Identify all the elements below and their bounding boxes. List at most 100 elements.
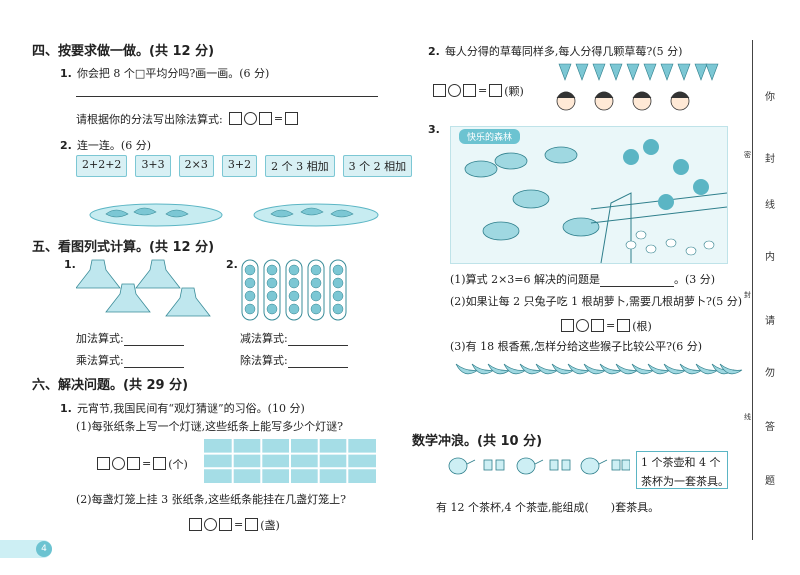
s6-q1: 1. 元宵节,我国民间有“观灯猜谜”的习俗。(10 分) — [60, 397, 305, 416]
children-illustration — [556, 91, 690, 111]
teaset-question: 有 12 个茶杯,4 个茶壶,能组成( )套茶具。 — [436, 499, 659, 515]
answer-box[interactable] — [97, 457, 110, 470]
bead-columns-illustration — [241, 259, 347, 321]
r-q2: 2. 每人分得的草莓同样多,每人分得几颗草莓?(5 分) — [428, 40, 682, 59]
r-q3b-equation: = (根) — [560, 315, 653, 334]
plate-left[interactable] — [89, 203, 223, 227]
section-6-title: 六、解决问题。(共 29 分) — [32, 378, 189, 393]
teaset-question-text: 有 12 个茶杯,4 个茶壶,能组成( — [436, 501, 589, 514]
s4-q2-text: 连一连。(6 分) — [76, 139, 152, 152]
addition-row: 加法算式: — [76, 330, 184, 346]
multiplication-row: 乘法算式: — [76, 352, 184, 368]
operator-circle[interactable] — [112, 457, 125, 470]
answer-box[interactable] — [433, 84, 446, 97]
match-tag[interactable]: 3+2 — [221, 155, 258, 177]
forest-banner: 快乐的森林 — [459, 129, 521, 144]
r-q3a-score: 。(3 分) — [674, 273, 716, 286]
subtraction-row: 减法算式: — [240, 330, 348, 346]
binding-line — [752, 40, 753, 540]
answer-box[interactable] — [245, 518, 259, 531]
paper-slips-grid — [204, 439, 376, 483]
r-q2-num: 2. — [428, 45, 440, 58]
teaset-note-box: 1 个茶壶和 4 个 茶杯为一套茶具。 — [636, 451, 729, 489]
r-q3a-blank[interactable] — [600, 286, 675, 287]
sidebar-small-char: 密 — [744, 150, 751, 160]
unit-zhan: (盏) — [260, 518, 280, 532]
s6-q1a-text: (1)每张纸条上写一个灯谜,这些纸条上能写多少个灯谜? — [76, 420, 343, 433]
sidebar-char: 答 — [765, 422, 775, 433]
answer-box[interactable] — [258, 112, 272, 125]
subtraction-blank[interactable] — [287, 345, 348, 346]
multiplication-blank[interactable] — [123, 367, 184, 368]
operator-circle[interactable] — [448, 84, 461, 97]
section-5-title: 五、看图列式计算。(共 12 分) — [32, 240, 215, 255]
sidebar-char: 线 — [765, 200, 775, 211]
r-q2-equation: = (颗) — [432, 80, 525, 99]
answer-box[interactable] — [617, 319, 631, 332]
sidebar-char: 你 — [765, 92, 775, 103]
match-tag[interactable]: 2+2+2 — [76, 155, 128, 177]
operator-circle[interactable] — [576, 319, 589, 332]
operator-circle[interactable] — [204, 518, 217, 531]
s6-q1-num: 1. — [60, 402, 72, 415]
answer-box[interactable] — [153, 457, 167, 470]
answer-box[interactable] — [127, 457, 140, 470]
teaset-question-end: )套茶具。 — [610, 501, 660, 514]
fish-plates-illustration — [89, 203, 379, 227]
s4-q1-write-label: 请根据你的分法写出除法算式: — [76, 113, 223, 126]
r-q3a-text: (1)算式 2×3=6 解决的问题是 — [450, 273, 601, 286]
teaset-illustration — [448, 457, 630, 475]
answer-box[interactable] — [219, 518, 232, 531]
match-tag[interactable]: 3 个 2 相加 — [342, 155, 413, 177]
sidebar-small-char: 线 — [744, 412, 751, 422]
operator-circle[interactable] — [243, 112, 257, 125]
s4-q1-write-row: 请根据你的分法写出除法算式: = — [76, 108, 299, 127]
s4-q2: 2. 连一连。(6 分) — [60, 134, 151, 153]
r-q3c-text: (3)有 18 根香蕉,怎样分给这些猴子比较公平?(6 分) — [450, 340, 703, 353]
sidebar-small-char: 封 — [744, 290, 751, 300]
answer-box[interactable] — [591, 319, 604, 332]
r-q2-text: 每人分得的草莓同样多,每人分得几颗草莓?(5 分) — [444, 45, 683, 58]
division-blank[interactable] — [287, 367, 348, 368]
s4-q2-num: 2. — [60, 139, 72, 152]
drawing-line — [76, 96, 378, 97]
equals-sign: = — [606, 319, 616, 332]
answer-box[interactable] — [285, 112, 299, 125]
unit-ke: (颗) — [504, 84, 524, 98]
match-tag[interactable]: 2 个 3 相加 — [265, 155, 335, 177]
s4-q1: 1. 你会把 8 个□平均分吗?画一画。(6 分) — [60, 62, 269, 81]
sidebar-char: 封 — [765, 154, 775, 165]
division-row: 除法算式: — [240, 352, 348, 368]
equals-sign: = — [273, 112, 284, 125]
s6-q1b-text: (2)每盏灯笼上挂 3 张纸条,这些纸条能挂在几盏灯笼上? — [76, 493, 346, 506]
teaset-note-line2: 茶杯为一套茶具。 — [641, 475, 729, 488]
s4-q1-text: 你会把 8 个□平均分吗?画一画。(6 分) — [76, 67, 270, 80]
unit-ge: (个) — [168, 457, 188, 471]
match-tag[interactable]: 3+3 — [135, 155, 171, 177]
s5-p1-num: 1. — [64, 258, 76, 271]
section-4-title: 四、按要求做一做。(共 12 分) — [32, 44, 215, 59]
challenge-title: 数学冲浪。(共 10 分) — [412, 434, 543, 449]
match-tag[interactable]: 2×3 — [178, 155, 214, 177]
s6-q1-text: 元宵节,我国民间有“观灯猜谜”的习俗。(10 分) — [76, 402, 305, 415]
answer-box[interactable] — [463, 84, 476, 97]
answer-box[interactable] — [489, 84, 503, 97]
sidebar-char: 勿 — [765, 368, 775, 379]
forest-drawing — [464, 139, 727, 263]
dresses-illustration — [76, 259, 211, 317]
plate-right[interactable] — [253, 203, 379, 227]
addition-blank[interactable] — [123, 345, 184, 346]
r-q3-num: 3. — [428, 123, 440, 136]
forest-scene: 快乐的森林 — [450, 126, 728, 264]
answer-box[interactable] — [189, 518, 202, 531]
equals-sign: = — [234, 518, 244, 531]
addition-label: 加法算式: — [76, 332, 124, 345]
answer-box[interactable] — [561, 319, 574, 332]
equals-sign: = — [478, 84, 488, 97]
r-q3a-row: (1)算式 2×3=6 解决的问题是 。(3 分) — [450, 271, 715, 287]
unit-gen: (根) — [632, 319, 652, 333]
division-label: 除法算式: — [240, 354, 288, 367]
s6-q1a-equation: =(个) — [96, 453, 189, 472]
match-tags: 2+2+2 3+3 2×3 3+2 2 个 3 相加 3 个 2 相加 — [76, 155, 413, 177]
answer-box[interactable] — [228, 112, 242, 125]
